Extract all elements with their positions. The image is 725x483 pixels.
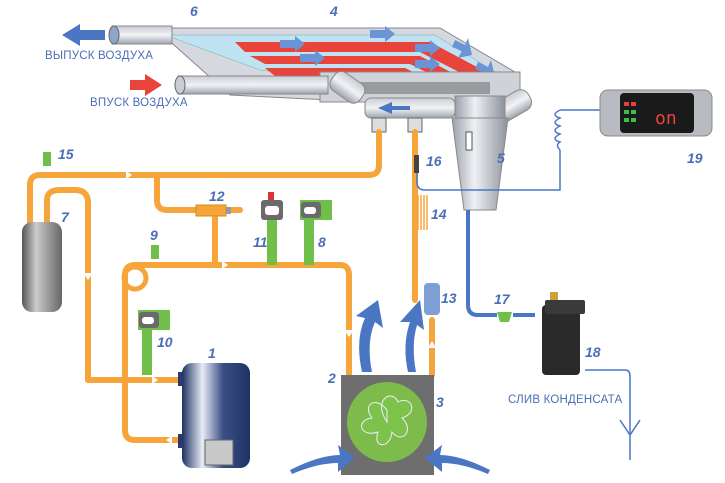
condenser-air-arrows: [290, 300, 490, 474]
label-11: 11: [253, 234, 268, 250]
label-12: 12: [209, 188, 225, 204]
sensor-wires: [416, 109, 641, 460]
label-8: 8: [318, 234, 326, 250]
label-16: 16: [426, 153, 442, 169]
moisture-separator-5: [451, 95, 509, 211]
bypass-valve-12: [195, 204, 231, 217]
temperature-sensor-16: [414, 155, 419, 173]
air-in-arrow-icon: [130, 74, 162, 96]
capillary-tube-14: [417, 195, 428, 230]
air-in-label: ВПУСК ВОЗДУХА: [90, 97, 188, 109]
liquid-separator-7: [22, 222, 62, 312]
controller-display: on: [655, 108, 677, 129]
air-inlet-pipe: [130, 74, 329, 96]
service-valve-9: [151, 245, 159, 259]
label-15: 15: [58, 146, 74, 162]
air-out-arrow-icon: [62, 24, 105, 46]
controller-19[interactable]: [599, 89, 713, 137]
air-out-label: ВЫПУСК ВОЗДУХА: [45, 50, 154, 62]
pressure-switch-10: [138, 310, 170, 375]
label-4: 4: [330, 3, 338, 19]
flow-arrows: [83, 171, 436, 444]
coil-icon: [554, 109, 563, 151]
fan-icon: [361, 395, 413, 446]
air-outlet-pipe: [62, 24, 173, 46]
filter-dryer-13: [424, 283, 440, 315]
service-valve-15: [43, 152, 51, 166]
condensate-line: [466, 210, 535, 317]
label-10: 10: [157, 334, 173, 350]
label-13: 13: [441, 290, 457, 306]
condensate-drain-label: СЛИВ КОНДЕНСАТА: [508, 394, 623, 406]
condensate-drain-valve-18: [542, 292, 585, 375]
pressure-switch-8: [300, 200, 332, 265]
pressure-switch-11: [261, 192, 283, 265]
label-9: 9: [150, 227, 158, 243]
label-6: 6: [190, 3, 198, 19]
label-14: 14: [431, 206, 447, 222]
label-19: 19: [687, 150, 703, 166]
strainer-17: [497, 312, 512, 322]
label-3: 3: [436, 394, 444, 410]
label-5: 5: [497, 150, 505, 166]
receiver-tank-1: [178, 363, 250, 468]
label-18: 18: [585, 344, 601, 360]
label-2: 2: [328, 370, 336, 386]
condenser-fan-unit-3: [341, 375, 434, 475]
label-1: 1: [208, 345, 216, 361]
label-7: 7: [61, 209, 69, 225]
label-17: 17: [494, 291, 510, 307]
